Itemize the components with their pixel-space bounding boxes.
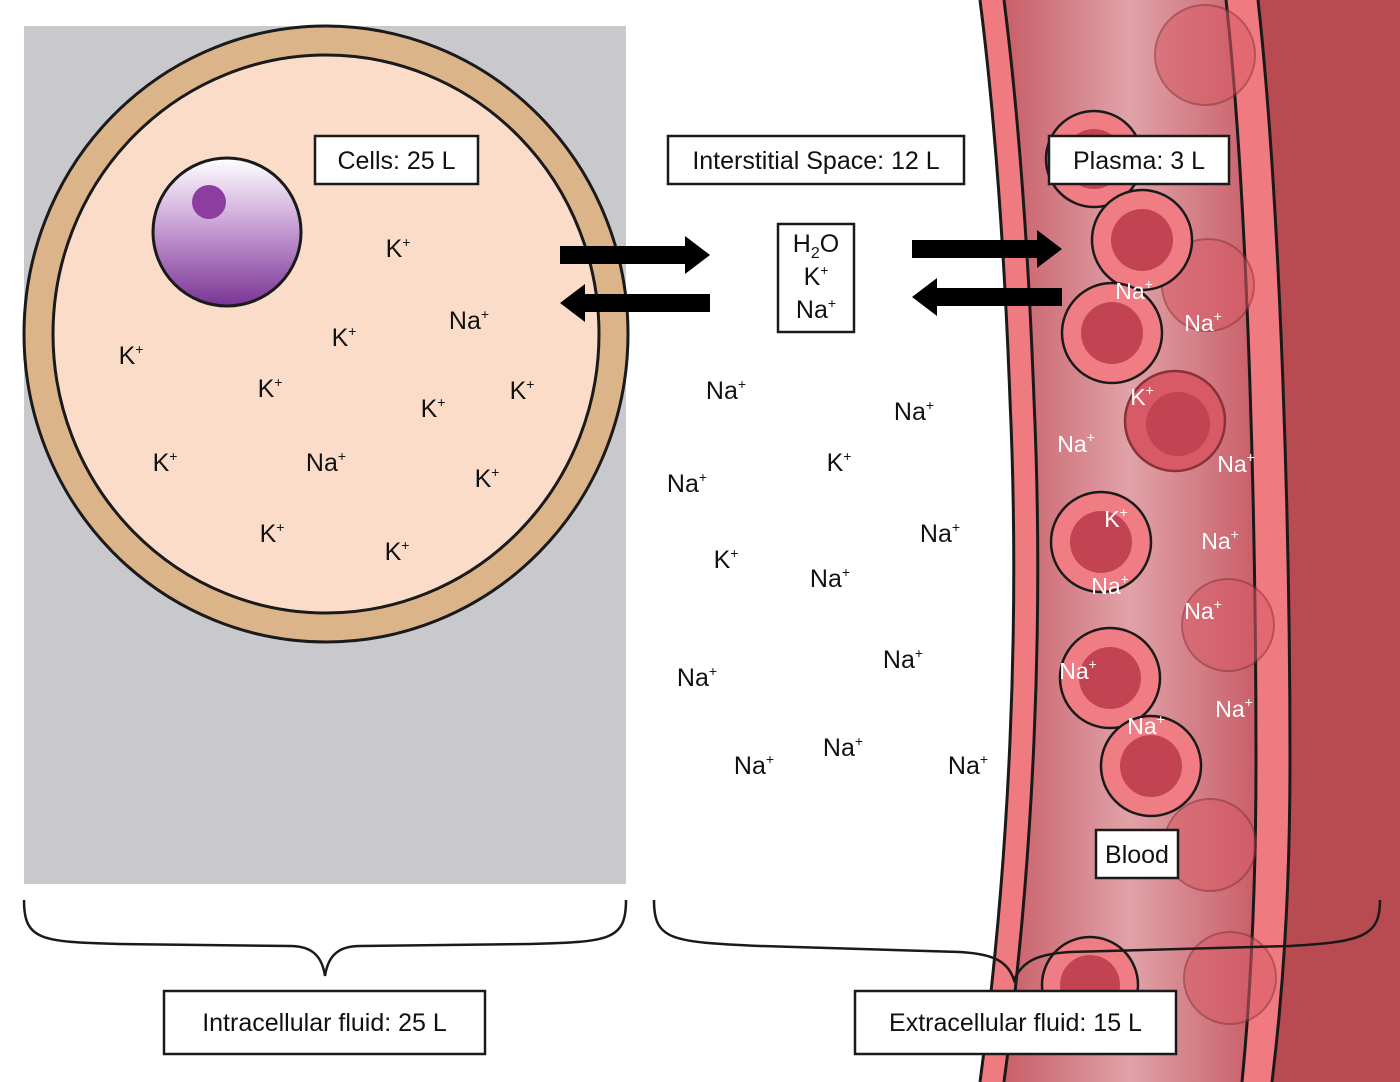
plasma-label-box: Plasma: 3 L — [1047, 134, 1231, 186]
vessel-inner-line-left — [1002, 0, 1040, 1082]
intracellular-total-frame — [162, 989, 487, 1056]
cell-ion-k: K+ — [385, 537, 410, 566]
rbc-core — [1120, 735, 1182, 797]
plasma-label: Plasma: 3 L — [1073, 147, 1205, 175]
cell-ion-k: K+ — [510, 376, 535, 405]
cell-ion-k: K+ — [332, 323, 357, 352]
interstitial-ion-na: Na+ — [677, 663, 717, 692]
interstitial-ion-na: Na+ — [734, 751, 774, 780]
plasma-ion-na: Na+ — [1059, 656, 1097, 684]
extracellular-total-frame — [853, 989, 1178, 1056]
plasma-ion-k: K+ — [1130, 382, 1154, 410]
rbc-background-core — [1146, 392, 1210, 456]
cell-ion-na: Na+ — [306, 448, 346, 477]
intracellular-brace — [22, 899, 628, 977]
extracellular-total-label: Extracellular fluid: 15 L — [889, 1009, 1142, 1037]
rbc-faded — [1183, 931, 1277, 1025]
blood-label-frame — [1094, 828, 1180, 880]
cell-ion-k: K+ — [119, 341, 144, 370]
rbc-faded — [1154, 4, 1256, 106]
interstitial-ion-na: Na+ — [810, 564, 850, 593]
interstitial-ion-na: Na+ — [948, 751, 988, 780]
extracellular-brace — [652, 899, 1382, 984]
cell-ion-k: K+ — [260, 519, 285, 548]
blood-label: Blood — [1105, 841, 1169, 869]
intracellular-total-label: Intracellular fluid: 25 L — [202, 1009, 447, 1037]
exchange-h2o: H2O — [793, 230, 839, 262]
exchange-na-ion: Na+ — [796, 295, 836, 324]
cell-ion-k: K+ — [258, 374, 283, 403]
cell-ion-k: K+ — [421, 394, 446, 423]
cells-label: Cells: 25 L — [337, 147, 455, 175]
rbc-core — [1079, 647, 1141, 709]
exchange-box-frame — [776, 222, 856, 334]
arrow-plasma-to-interstitial — [912, 278, 1062, 316]
plasma-ion-na: Na+ — [1057, 429, 1095, 457]
arrow-cell-to-interstitial — [560, 236, 710, 274]
arrow-interstitial-to-plasma — [912, 230, 1062, 268]
plasma-ion-k: K+ — [1104, 504, 1128, 532]
plasma-ion-na: Na+ — [1091, 571, 1129, 599]
plasma-ion-na: Na+ — [1115, 276, 1153, 304]
cell-ion-k: K+ — [386, 234, 411, 263]
interstitial-label-frame — [666, 134, 966, 186]
interstitial-ion-na: Na+ — [823, 733, 863, 762]
interstitial-ion-na: Na+ — [667, 469, 707, 498]
cell — [22, 24, 630, 644]
cells-label-frame — [313, 134, 480, 186]
interstitial-ion-na: Na+ — [706, 376, 746, 405]
intracellular-total-box: Intracellular fluid: 25 L — [162, 989, 487, 1056]
nucleolus — [192, 185, 226, 219]
exchange-k-ion: K+ — [804, 262, 829, 291]
interstitial-ion-na: Na+ — [920, 519, 960, 548]
extracellular-total-box: Extracellular fluid: 15 L — [853, 989, 1178, 1056]
interstitial-ion-k: K+ — [714, 545, 739, 574]
interstitial-label-box: Interstitial Space: 12 L — [666, 134, 966, 186]
ions-layer: K+ Na+ K+ K+ K+ K+ K+ K+ Na+ K+ K+ K+ Na+ Na+ Na+ K+ Na+… — [119, 234, 1255, 780]
plasma-ion-na: Na+ — [1215, 694, 1253, 722]
interstitial-ion-na: Na+ — [894, 397, 934, 426]
plasma-ion-na: Na+ — [1184, 308, 1222, 336]
cell-ion-k: K+ — [475, 464, 500, 493]
plasma-ion-na: Na+ — [1127, 711, 1165, 739]
exchange-box: H2O K+ Na+ — [776, 222, 856, 334]
vessel-outer-line-left — [978, 0, 1016, 1082]
rbc-faded — [1181, 578, 1275, 672]
rbc-core — [1081, 302, 1143, 364]
exchange-arrows — [560, 230, 1062, 322]
cells-label-box: Cells: 25 L — [313, 134, 480, 186]
cell-ion-k: K+ — [153, 448, 178, 477]
interstitial-ion-k: K+ — [827, 448, 852, 477]
plasma-ion-na: Na+ — [1217, 449, 1255, 477]
plasma-label-frame — [1047, 134, 1231, 186]
interstitial-ion-na: Na+ — [883, 645, 923, 674]
rbc-core — [1070, 511, 1132, 573]
nucleus — [151, 156, 303, 308]
rbc-core — [1111, 209, 1173, 271]
plasma-ion-na: Na+ — [1201, 526, 1239, 554]
interstitial-label: Interstitial Space: 12 L — [692, 147, 939, 175]
cell-ion-na: Na+ — [449, 306, 489, 335]
arrow-interstitial-to-cell — [560, 284, 710, 322]
vessel-outer-line-right — [1256, 0, 1292, 1082]
plasma-ion-na: Na+ — [1184, 596, 1222, 624]
blood-label-box: Blood — [1094, 828, 1180, 880]
